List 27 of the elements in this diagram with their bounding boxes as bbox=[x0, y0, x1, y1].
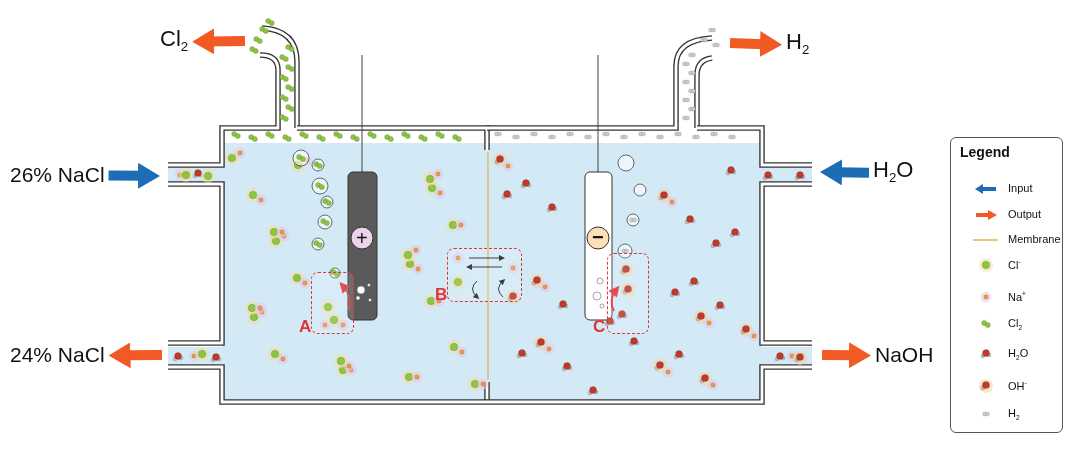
input-label: 26% NaCl bbox=[10, 164, 105, 185]
legend-label: Membrane bbox=[1008, 234, 1061, 245]
flow-arrow bbox=[108, 342, 163, 369]
legend-label: H$_{2}$ bbox=[1008, 408, 1020, 422]
legend-label: Cl$_{2}$ bbox=[1008, 318, 1023, 332]
inset-letter: C bbox=[593, 318, 606, 335]
flow-arrow bbox=[821, 342, 872, 369]
plus-sign: + bbox=[356, 228, 368, 248]
minus-sign: − bbox=[592, 227, 604, 247]
legend-label: OH$^{-}$ bbox=[1008, 380, 1027, 392]
flow-arrow bbox=[108, 162, 161, 189]
flow-arrow bbox=[819, 159, 870, 186]
inset-letter: B bbox=[435, 286, 448, 303]
output-label: H$_{2}$ bbox=[786, 31, 810, 57]
input-label: H$_{2}$O bbox=[873, 159, 914, 185]
legend-label: Cl$^{-}$ bbox=[1008, 259, 1021, 271]
legend-label: Output bbox=[1008, 209, 1042, 220]
inset-letter: A bbox=[299, 318, 312, 335]
flow-arrow bbox=[192, 28, 246, 55]
flow-arrow bbox=[729, 31, 783, 58]
output-label: 24% NaCl bbox=[10, 344, 105, 365]
output-label: Cl$_{2}$ bbox=[160, 28, 189, 54]
legend-label: H$_{2}$O bbox=[1008, 348, 1029, 362]
legend-label: Input bbox=[1008, 183, 1033, 194]
output-label: NaOH bbox=[875, 344, 934, 365]
legend-label: Na$^{+}$ bbox=[1008, 291, 1026, 303]
legend-title: Legend bbox=[960, 145, 1010, 159]
